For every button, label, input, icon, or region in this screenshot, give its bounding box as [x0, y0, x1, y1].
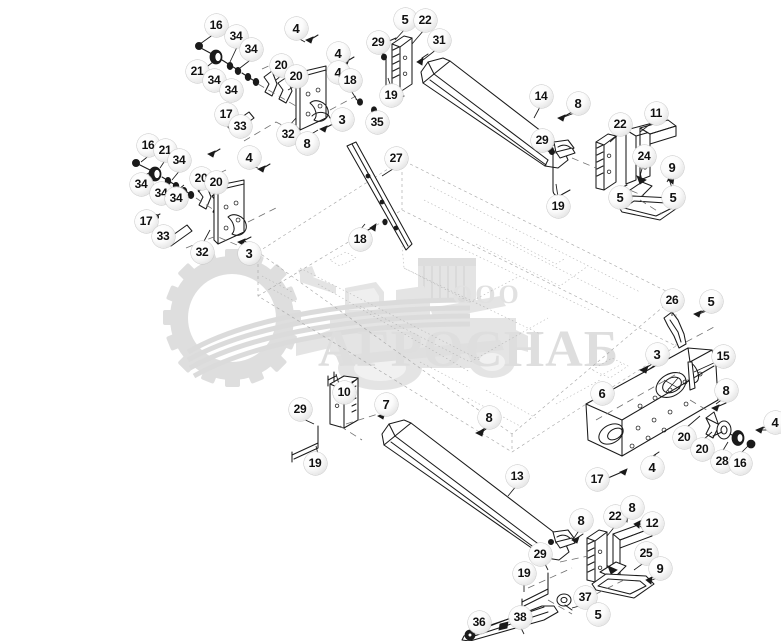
callout-8[interactable]: 8	[566, 91, 590, 115]
callout-9[interactable]: 9	[660, 155, 684, 179]
callout-38[interactable]: 38	[508, 605, 532, 629]
callout-34[interactable]: 34	[219, 78, 243, 102]
callout-32[interactable]: 32	[276, 122, 300, 146]
callout-12[interactable]: 12	[640, 511, 664, 535]
callout-8[interactable]: 8	[714, 378, 738, 402]
assembly-top-left	[194, 42, 357, 142]
part-diagonal-knife	[346, 141, 413, 251]
callout-8[interactable]: 8	[295, 131, 319, 155]
callout-3[interactable]: 3	[330, 107, 354, 131]
callout-16[interactable]: 16	[204, 13, 228, 37]
callout-8[interactable]: 8	[477, 405, 501, 429]
bracket-22-top	[380, 35, 429, 103]
callout-4[interactable]: 4	[284, 16, 308, 40]
callout-15[interactable]: 15	[711, 344, 735, 368]
callout-4[interactable]: 4	[326, 41, 350, 65]
callout-19[interactable]: 19	[546, 194, 570, 218]
callout-28[interactable]: 28	[710, 449, 734, 473]
callout-5[interactable]: 5	[661, 185, 685, 209]
callout-13[interactable]: 13	[505, 464, 529, 488]
callout-33[interactable]: 33	[151, 224, 175, 248]
callout-5[interactable]: 5	[608, 185, 632, 209]
callout-5[interactable]: 5	[699, 289, 723, 313]
callout-27[interactable]: 27	[384, 146, 408, 170]
callout-29[interactable]: 29	[288, 397, 312, 421]
callout-9[interactable]: 9	[648, 556, 672, 580]
callout-7[interactable]: 7	[374, 392, 398, 416]
callout-29[interactable]: 29	[528, 542, 552, 566]
callout-29[interactable]: 29	[366, 30, 390, 54]
callout-3[interactable]: 3	[645, 342, 669, 366]
part-15-side-plate	[585, 347, 719, 457]
callout-31[interactable]: 31	[427, 28, 451, 52]
callout-5[interactable]: 5	[393, 7, 417, 31]
part-26-hook	[663, 307, 717, 349]
callout-18[interactable]: 18	[338, 68, 362, 92]
callout-6[interactable]: 6	[590, 381, 614, 405]
callout-34[interactable]: 34	[239, 37, 263, 61]
callout-17[interactable]: 17	[134, 209, 158, 233]
callout-20[interactable]: 20	[204, 170, 228, 194]
callout-14[interactable]: 14	[529, 84, 553, 108]
callout-4[interactable]: 4	[763, 410, 781, 434]
callout-26[interactable]: 26	[660, 288, 684, 312]
callout-36[interactable]: 36	[467, 610, 491, 634]
callout-24[interactable]: 24	[632, 144, 656, 168]
callout-35[interactable]: 35	[365, 110, 389, 134]
spindle-stack-right	[689, 399, 771, 449]
callout-32[interactable]: 32	[190, 240, 214, 264]
callout-20[interactable]: 20	[672, 425, 696, 449]
callout-20[interactable]: 20	[690, 437, 714, 461]
callout-8[interactable]: 8	[620, 495, 644, 519]
callout-3[interactable]: 3	[237, 241, 261, 265]
callout-37[interactable]: 37	[573, 585, 597, 609]
callout-8[interactable]: 8	[569, 508, 593, 532]
callout-22[interactable]: 22	[608, 112, 632, 136]
callout-20[interactable]: 20	[284, 64, 308, 88]
callout-10[interactable]: 10	[332, 380, 356, 404]
callout-34[interactable]: 34	[167, 148, 191, 172]
callout-19[interactable]: 19	[379, 83, 403, 107]
part-13-bar	[381, 419, 576, 561]
callout-34[interactable]: 34	[164, 186, 188, 210]
callout-17[interactable]: 17	[585, 467, 609, 491]
callout-4[interactable]: 4	[237, 145, 261, 169]
callout-19[interactable]: 19	[512, 561, 536, 585]
callout-29[interactable]: 29	[530, 128, 554, 152]
callout-22[interactable]: 22	[413, 8, 437, 32]
callout-18[interactable]: 18	[348, 227, 372, 251]
callout-34[interactable]: 34	[129, 172, 153, 196]
callout-11[interactable]: 11	[644, 101, 668, 125]
callout-33[interactable]: 33	[228, 114, 252, 138]
callout-25[interactable]: 25	[634, 541, 658, 565]
callout-19[interactable]: 19	[303, 451, 327, 475]
callout-5[interactable]: 5	[586, 602, 610, 626]
callout-4[interactable]: 4	[640, 455, 664, 479]
callout-16[interactable]: 16	[728, 451, 752, 475]
